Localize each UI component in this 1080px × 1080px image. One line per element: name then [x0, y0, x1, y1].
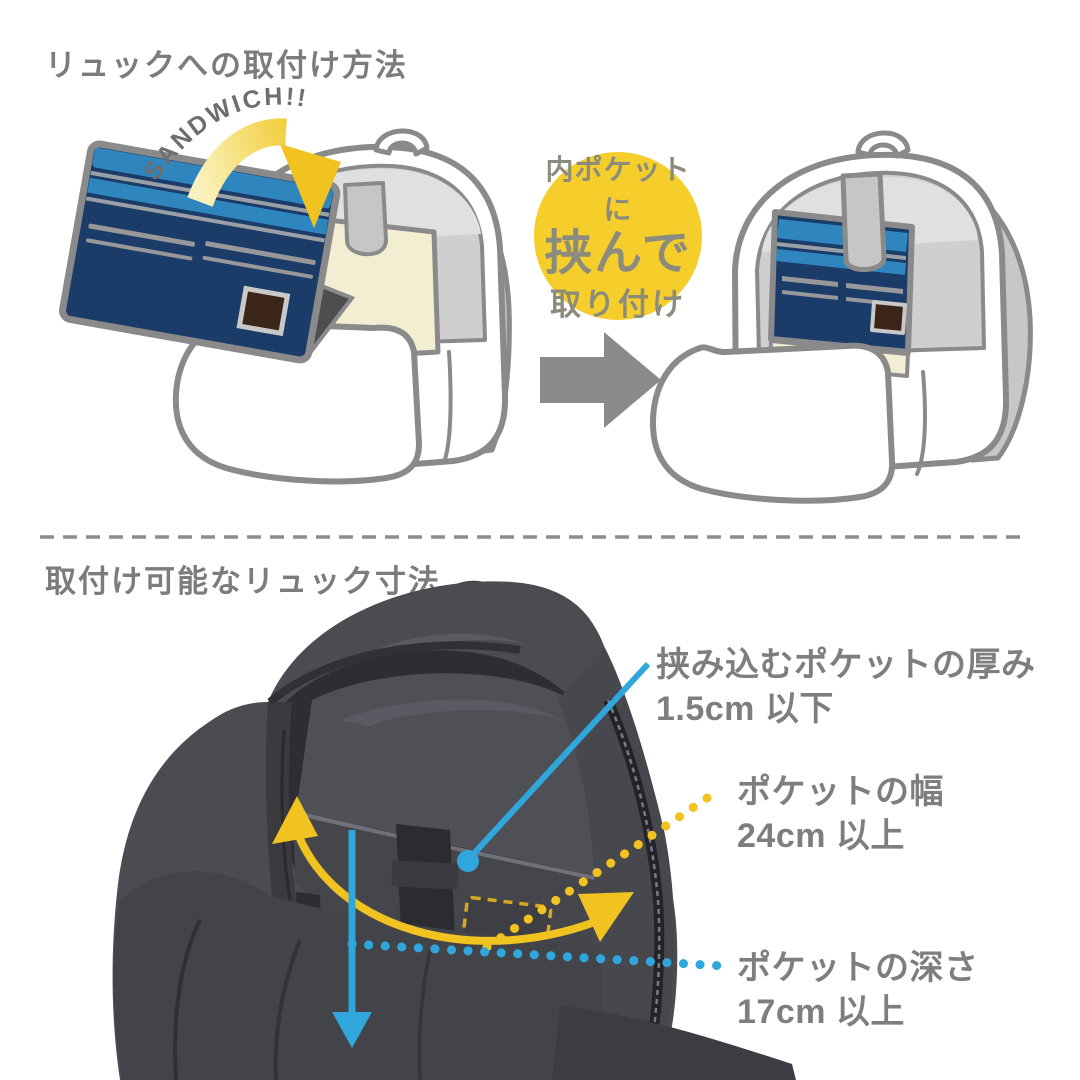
organizer-stripe-line — [85, 196, 325, 243]
section-attach-title: リュックへの取付け方法 — [45, 48, 408, 83]
annotation-pocket-width: ポケットの幅 24cm 以上 — [737, 770, 944, 858]
width-arrow-icon — [291, 824, 612, 945]
depth-arrow-head — [332, 1012, 372, 1048]
photo-opening-rim — [267, 641, 521, 706]
width-arrow-head-left — [272, 796, 318, 844]
width-arrow-head-right — [578, 892, 634, 942]
organizer-slot — [782, 290, 838, 300]
step-arrow-icon — [540, 332, 661, 428]
organizer-slot — [782, 276, 838, 287]
measurement-overlays — [272, 661, 729, 1048]
photo-strap-band — [391, 860, 459, 890]
dimensions-photo-canvas — [112, 580, 796, 1080]
photo-pocket-edge — [291, 810, 633, 888]
photo-bottom-fold — [552, 1006, 796, 1080]
annotation-pocket-depth-label: ポケットの深さ — [737, 949, 979, 987]
annotation-pocket-thickness-value: 1.5cm 以下 — [656, 690, 834, 729]
photo-back-cushion — [296, 673, 632, 884]
photo-cushion-sheen — [340, 699, 560, 726]
organizer-slot — [88, 223, 195, 247]
organizer-slot — [846, 283, 903, 294]
badge-line1: 内ポケットに — [545, 153, 691, 225]
sandwich-insert-arrow-icon — [187, 118, 341, 228]
annotation-pocket-thickness-label: 挟み込むポケットの厚み — [656, 646, 1036, 684]
photo-flap-crease — [173, 919, 202, 1080]
badge-line3: 取り付け — [550, 287, 686, 323]
thickness-pointer-line — [465, 661, 651, 863]
organizer-label — [236, 285, 291, 337]
annotation-pocket-width-value: 24cm 以上 — [737, 817, 905, 856]
badge-line2: 挟んで — [544, 226, 692, 280]
backpack-handle — [855, 130, 911, 159]
photo-front-flap — [113, 871, 603, 1080]
organizer-installed — [768, 209, 915, 355]
organizer-slot — [202, 255, 314, 279]
pocket-tab — [840, 171, 887, 273]
thickness-pointer-dot — [457, 850, 479, 872]
organizer-label — [870, 300, 907, 335]
bag-edge-line — [915, 370, 927, 476]
width-dotted-line — [482, 789, 718, 952]
backpack-handle — [373, 128, 430, 157]
annotation-pocket-depth: ポケットの深さ 17cm 以上 — [737, 946, 979, 1034]
attach-method-illustration-canvas: SANDWICH!! — [40, 82, 1033, 539]
attach-method-badge: 内ポケットに 挟んで 取り付け — [534, 152, 702, 322]
section-dimensions-title: 取付け可能なリュック寸法 — [45, 564, 441, 599]
front-flap — [649, 342, 896, 504]
photo-flap-crease — [273, 939, 302, 1080]
annotation-pocket-thickness: 挟み込むポケットの厚み 1.5cm 以下 — [656, 643, 1036, 731]
photo-left-wall-crease — [280, 729, 292, 901]
depth-dotted-line — [347, 939, 729, 971]
annotation-pocket-width-label: ポケットの幅 — [737, 773, 944, 811]
photo-flap-crease — [417, 949, 432, 1080]
organizer-slot — [205, 241, 316, 265]
backpack-installed-illustration — [649, 130, 1033, 504]
bag-edge-line — [442, 350, 453, 464]
front-flap — [172, 316, 422, 485]
annotation-pocket-depth-value: 17cm 以上 — [737, 993, 905, 1032]
organizer-stripe — [87, 177, 329, 235]
organizer-slot — [85, 238, 193, 261]
pocket-tab — [343, 181, 388, 257]
